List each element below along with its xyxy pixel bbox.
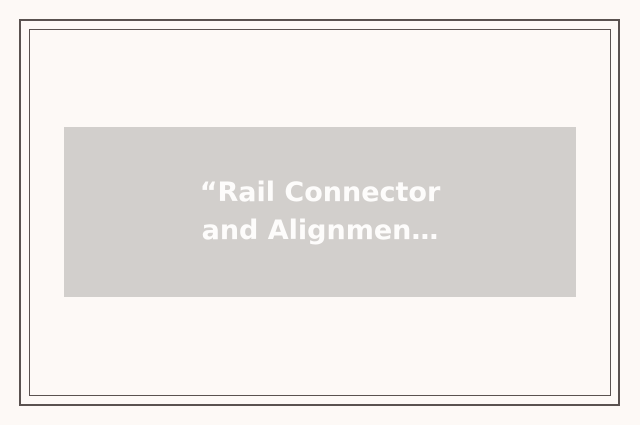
decorative-frame-outer	[19, 19, 620, 406]
decorative-frame-inner	[29, 29, 611, 396]
image-placeholder: “Rail Connector and Alignmen…	[64, 127, 576, 297]
quote-text: “Rail Connector and Alignmen…	[199, 177, 441, 246]
